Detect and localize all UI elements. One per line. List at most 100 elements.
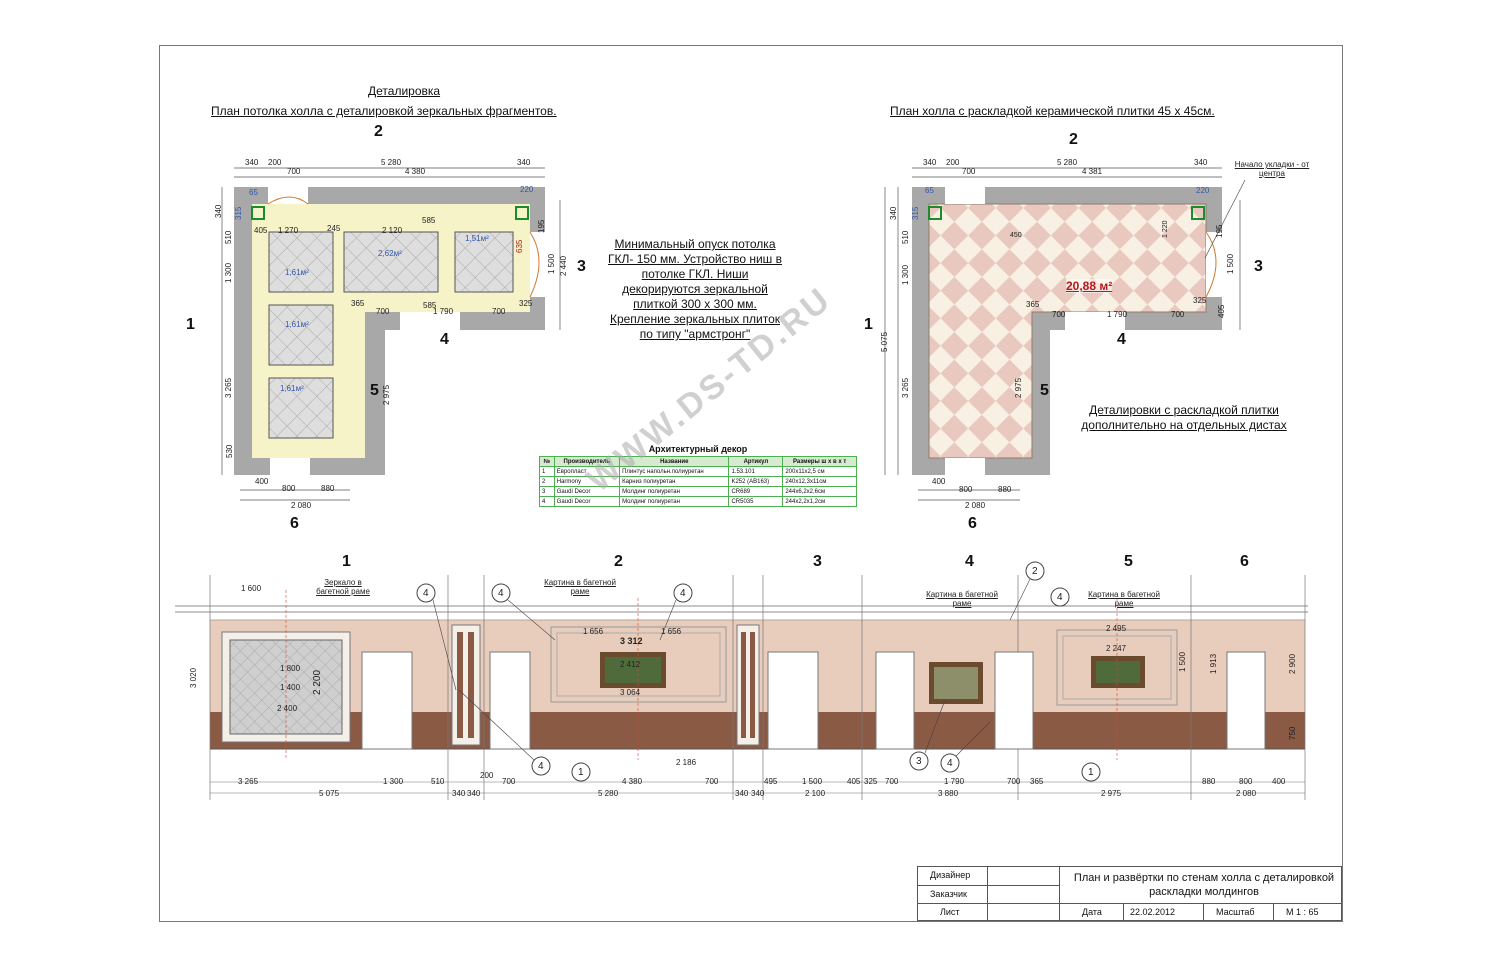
cell: K252 (AB163) <box>728 476 784 487</box>
dim: 340 <box>735 789 749 798</box>
dim: 1 790 <box>433 307 454 316</box>
callout-number: 1 <box>578 767 584 778</box>
dim: 1 500 <box>802 777 823 786</box>
dim: 700 <box>962 167 976 176</box>
dim: 1 220 <box>1162 220 1169 238</box>
dim: 200 <box>268 158 282 167</box>
dim: 3 265 <box>901 377 910 398</box>
dim: 880 <box>1202 777 1216 786</box>
cell: Gaudi Decor <box>553 496 621 507</box>
dim: 700 <box>1007 777 1021 786</box>
right-wall-number-6: 6 <box>968 515 977 532</box>
left-wall-number-3: 3 <box>577 258 586 275</box>
dim: 880 <box>998 485 1012 494</box>
dim: 400 <box>932 477 946 486</box>
customer-label: Заказчик <box>918 885 988 903</box>
dim: 700 <box>1052 310 1066 319</box>
elevation-strip <box>175 561 1308 800</box>
dim: 2 080 <box>965 501 986 510</box>
dim: 65 <box>925 186 934 195</box>
dim: 5 075 <box>880 331 889 352</box>
dim: 1 656 <box>661 627 682 636</box>
cell: CR689 <box>728 486 784 497</box>
dim: 800 <box>1239 777 1253 786</box>
elev-label-painting: Картина в багетной раме <box>926 590 998 608</box>
dim-total: 5 075 <box>319 789 340 798</box>
dim: 365 <box>1030 777 1044 786</box>
dim: 700 <box>492 307 506 316</box>
niche-area: 1,61м² <box>285 268 309 277</box>
dim: 405 <box>847 777 861 786</box>
dim: 340 <box>452 789 466 798</box>
cell: 4 <box>539 496 555 507</box>
left-wall-number-4: 4 <box>440 331 449 348</box>
dim: 880 <box>321 484 335 493</box>
elev-wall-number-2: 2 <box>614 553 623 570</box>
dim: 1 656 <box>583 627 604 636</box>
dim: 585 <box>422 216 436 225</box>
drawing-title: План и развёртки по стенам холла с детал… <box>1073 872 1335 898</box>
elev-wall-number-5: 5 <box>1124 553 1133 570</box>
dim: 340 <box>517 158 531 167</box>
designer-label: Дизайнер <box>918 867 988 885</box>
dim: 4 380 <box>405 167 426 176</box>
dim: 2 247 <box>1106 644 1127 653</box>
elev-wall-number-6: 6 <box>1240 553 1249 570</box>
dim: 315 <box>234 206 243 220</box>
dim: 1 790 <box>944 777 965 786</box>
dim: 200 <box>480 771 494 780</box>
dim: 325 <box>519 299 533 308</box>
dim-total: 2 100 <box>805 789 826 798</box>
dim: 3 312 <box>620 636 643 646</box>
dim: 800 <box>282 484 296 493</box>
callout-number: 3 <box>916 756 922 767</box>
callout-number: 4 <box>423 588 429 599</box>
dim: 800 <box>959 485 973 494</box>
left-wall-number-5: 5 <box>370 382 379 399</box>
dim: 340 <box>467 789 481 798</box>
cell: 2 <box>539 476 555 487</box>
cell: Молдинг полиуретан <box>619 496 730 507</box>
dim-total: 5 280 <box>598 789 619 798</box>
callout-number: 4 <box>680 588 686 599</box>
dim: 1 800 <box>280 664 301 673</box>
cell: 3 <box>539 486 555 497</box>
dim: 1 400 <box>280 683 301 692</box>
decor-grid: № Производитель Название Артикул Размеры… <box>539 456 857 507</box>
dim: 1 790 <box>1107 310 1128 319</box>
dim: 2 186 <box>676 758 697 767</box>
dim: 340 <box>245 158 259 167</box>
date-label: Дата <box>1060 903 1124 921</box>
col-header: № <box>539 456 555 467</box>
dim: 1 500 <box>1226 253 1235 274</box>
dim: 340 <box>214 204 223 218</box>
elev-label-mirror: Зеркало в багетной раме <box>316 578 370 596</box>
dim: 195 <box>537 219 546 233</box>
left-plan-title-detail: Деталировка <box>368 84 441 98</box>
callout-number: 2 <box>1032 566 1038 577</box>
dim: 530 <box>225 444 234 458</box>
right-wall-number-4: 4 <box>1117 331 1126 348</box>
dim: 700 <box>705 777 719 786</box>
cell: 240х12,3х11см <box>782 476 857 487</box>
dim: 4 381 <box>1082 167 1103 176</box>
dim: 340 <box>1194 158 1208 167</box>
date-value: 22.02.2012 <box>1124 903 1204 921</box>
dim: 3 064 <box>620 688 641 697</box>
cell: Карниз полиуретан <box>619 476 730 487</box>
dim: 65 <box>249 188 258 197</box>
left-wall-number-2: 2 <box>374 123 383 140</box>
dim: 245 <box>327 224 341 233</box>
callout-number: 4 <box>498 588 504 599</box>
dim-total: 3 880 <box>938 789 959 798</box>
cell: 244х6,2х2,6см <box>782 486 857 497</box>
customer-value <box>988 885 1060 903</box>
cell: Молдинг полиуретан <box>619 486 730 497</box>
left-plan-title: План потолка холла с деталировкой зеркал… <box>211 104 557 118</box>
cell: CR5035 <box>728 496 784 507</box>
dim: 325 <box>1193 296 1207 305</box>
elev-wall-number-4: 4 <box>965 553 974 570</box>
elev-label-painting: Картина в багетной раме <box>1088 590 1160 608</box>
right-plan-walls <box>912 187 1222 475</box>
